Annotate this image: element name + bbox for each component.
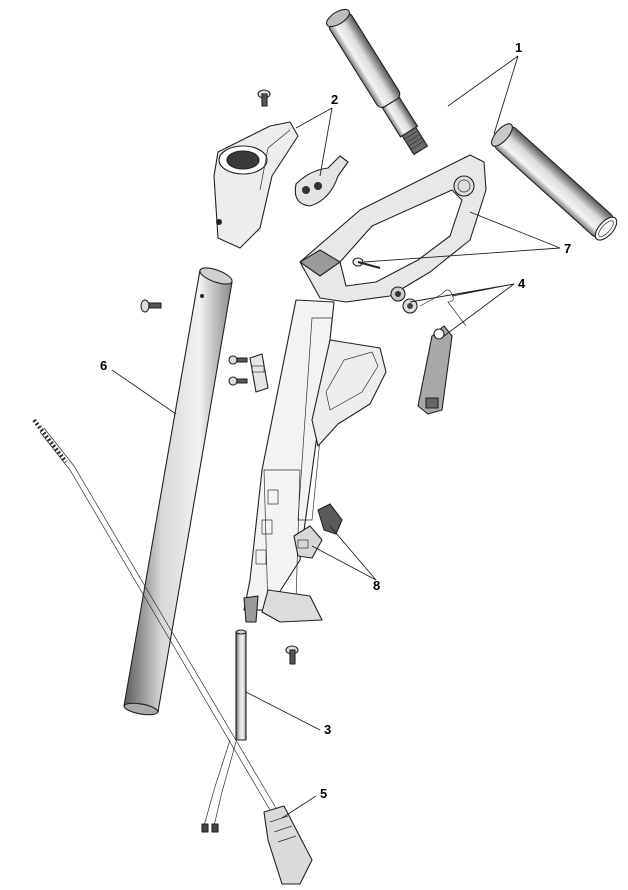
lock-nut — [402, 298, 418, 314]
torsion-spring — [419, 289, 467, 327]
handle-tube-threaded — [325, 8, 429, 156]
callout-4: 4 — [518, 276, 526, 291]
callout-3: 3 — [324, 722, 331, 737]
callout-2: 2 — [331, 92, 338, 107]
callout-6: 6 — [100, 358, 107, 373]
screw-left — [140, 299, 162, 313]
handle-tube-plain — [491, 123, 618, 241]
lock-lever — [417, 325, 453, 415]
callout-8: 8 — [373, 578, 380, 593]
cable-clamp — [249, 353, 269, 393]
clamp-clip — [294, 155, 349, 207]
power-cord — [32, 418, 313, 885]
callout-5: 5 — [320, 786, 327, 801]
cable-sleeve — [235, 629, 247, 741]
pivot-pin — [352, 257, 381, 269]
screw-bottom — [285, 645, 299, 665]
leader-lines — [111, 55, 561, 819]
main-body-frame — [243, 299, 387, 623]
callout-7: 7 — [564, 241, 571, 256]
handle-frame — [299, 154, 487, 303]
switch-cap — [317, 503, 343, 535]
screw-pair — [228, 355, 248, 386]
callout-1: 1 — [515, 40, 522, 55]
cover-tube — [123, 267, 233, 716]
callout-labels: 1 2 3 4 5 6 7 8 — [100, 40, 571, 801]
clamp-housing — [213, 121, 299, 249]
small-screw-top — [257, 89, 271, 107]
